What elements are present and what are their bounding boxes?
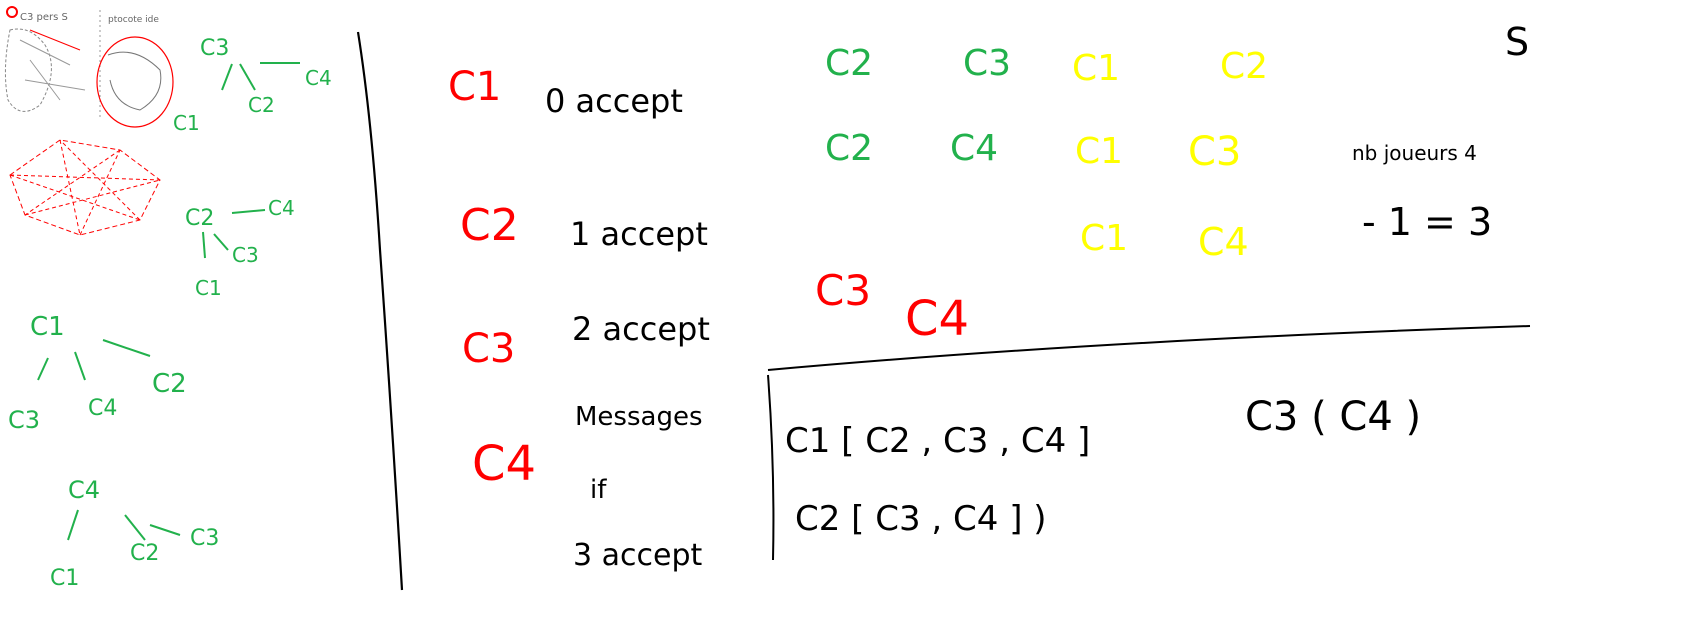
player-c4-note-a: Messages <box>575 402 703 432</box>
thumbnail-text-a: C3 pers S <box>20 12 68 23</box>
note-nb-joueurs: nb joueurs 4 <box>1352 141 1477 165</box>
note-formula: - 1 = 3 <box>1362 200 1492 244</box>
tree-4-root: C4 <box>68 476 100 504</box>
player-c1-label: C1 <box>448 64 501 110</box>
tree-3-child-a: C3 <box>8 406 40 434</box>
pairs-grid: C2 C3 C1 C2 C2 C4 C1 C3 C1 C4 C3 C4 <box>815 43 1268 347</box>
player-c3-label: C3 <box>462 326 515 372</box>
pair-yellow-r2-a: C1 <box>1075 131 1123 172</box>
tree-3-child-b: C4 <box>88 396 117 421</box>
pair-yellow-r1-a: C1 <box>1072 48 1120 89</box>
message-line2: C2 [ C3 , C4 ] ) <box>795 499 1047 539</box>
tree-2-child-c: C4 <box>268 196 295 220</box>
thumbnail-gray-scribble <box>107 51 162 111</box>
thumbnail-gray-lines <box>19 39 86 101</box>
note-s: S <box>1505 20 1529 64</box>
tree-2-child-b: C3 <box>232 243 259 267</box>
tree-2-root: C2 <box>185 206 214 231</box>
messages-left-line <box>767 374 775 561</box>
tree-3-child-c: C2 <box>152 369 187 399</box>
pair-green-r1-a: C2 <box>825 43 873 84</box>
pair-yellow-r3-b: C4 <box>1198 220 1249 264</box>
player-c3-note: 2 accept <box>572 310 710 348</box>
pair-yellow-r3-a: C1 <box>1080 218 1128 259</box>
pair-red-b: C4 <box>905 291 969 347</box>
pair-green-r2-b: C4 <box>950 128 998 169</box>
player-c1-note: 0 accept <box>545 82 683 120</box>
player-c2-note: 1 accept <box>570 215 708 253</box>
thumbnail-gray-sketch <box>4 28 52 112</box>
player-c4-note-b: if <box>590 475 607 505</box>
thumbnail-red-dot <box>6 6 18 18</box>
pair-green-r1-b: C3 <box>963 43 1011 84</box>
messages-content: C1 [ C2 , C3 , C4 ] C3 ( C4 ) C2 [ C3 , … <box>785 394 1421 539</box>
thumbnail-red-ellipse <box>96 36 174 128</box>
tree-1-child-b: C2 <box>248 93 275 117</box>
message-line1-b: C3 ( C4 ) <box>1245 394 1421 440</box>
thumbnail-text-b: ptocote ide <box>108 15 159 25</box>
tree-1-child-a: C1 <box>173 111 200 135</box>
thumbnail-red-mesh <box>9 139 161 236</box>
pair-green-r2-a: C2 <box>825 128 873 169</box>
tree-3: C1 C3 C4 C2 <box>8 312 187 434</box>
player-list: C1 0 accept C2 1 accept C3 2 accept C4 M… <box>448 64 710 573</box>
pair-red-a: C3 <box>815 266 871 315</box>
tree-2: C2 C1 C3 C4 <box>185 196 295 300</box>
messages-top-line <box>767 325 1531 371</box>
tree-1-root: C3 <box>200 36 229 61</box>
player-c4-label: C4 <box>472 436 536 492</box>
tree-4-child-a: C1 <box>50 566 79 591</box>
tree-4-child-c: C3 <box>190 526 219 551</box>
player-c2-label: C2 <box>460 200 519 251</box>
player-c4-note-c: 3 accept <box>573 538 702 573</box>
tree-2-child-a: C1 <box>195 276 222 300</box>
pair-yellow-r1-b: C2 <box>1220 46 1268 87</box>
thumbnail-red-line <box>29 29 81 51</box>
thumbnail-cluster: C3 pers S ptocote ide <box>4 6 174 236</box>
tree-4-child-b: C2 <box>130 541 159 566</box>
pair-yellow-r2-b: C3 <box>1188 129 1241 175</box>
message-line1-a: C1 [ C2 , C3 , C4 ] <box>785 421 1090 461</box>
tree-3-root: C1 <box>30 312 65 342</box>
right-notes: S nb joueurs 4 - 1 = 3 <box>1352 20 1529 244</box>
vertical-divider-line <box>356 31 404 591</box>
tree-1-child-c: C4 <box>305 66 332 90</box>
tree-1: C3 C1 C2 C4 <box>173 36 332 135</box>
tree-4: C4 C1 C2 C3 <box>50 476 219 591</box>
